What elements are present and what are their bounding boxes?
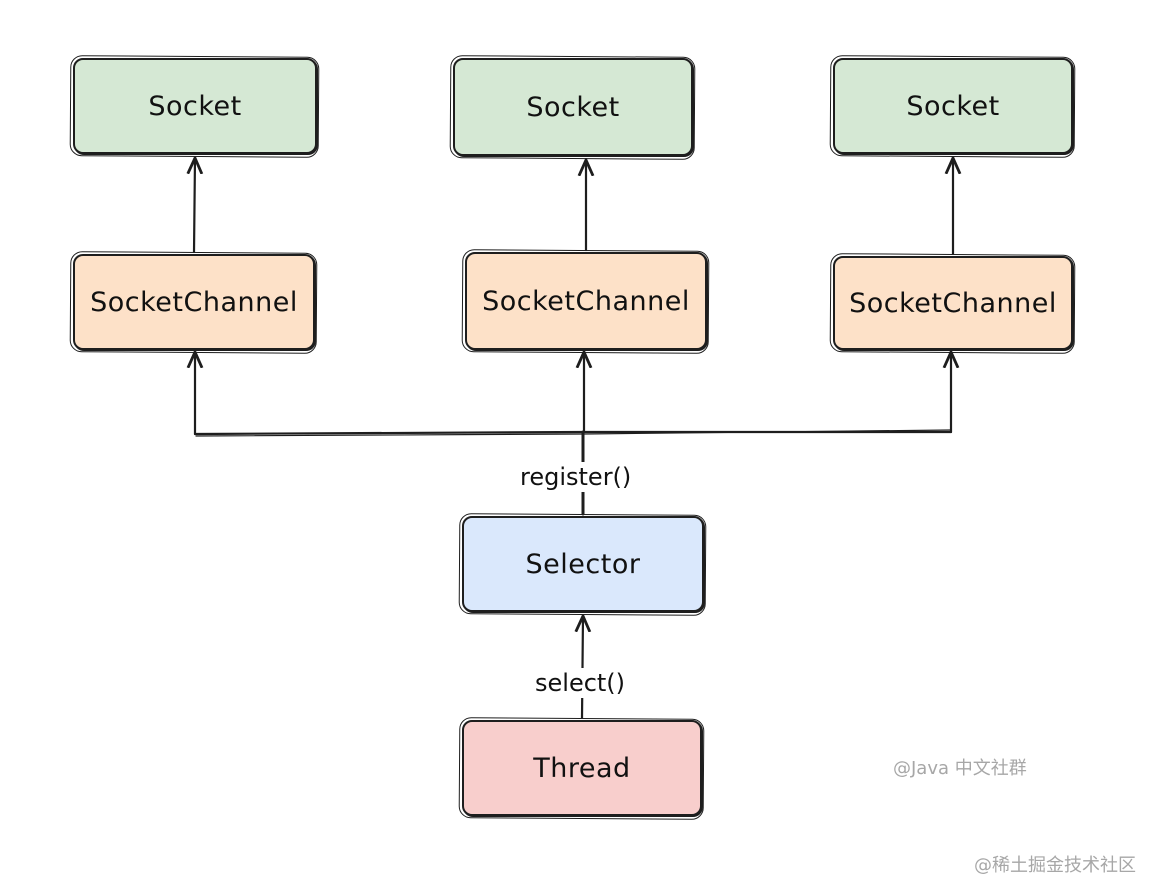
select-label: select(): [533, 668, 628, 698]
socket-channel-node-1: SocketChannel: [73, 254, 315, 350]
selector-label: Selector: [525, 548, 641, 580]
socket-node-2: Socket: [453, 58, 693, 156]
socket-node-3: Socket: [833, 58, 1073, 154]
socket-channel-label-3: SocketChannel: [849, 287, 1057, 319]
arrow-thread-to-selector: [582, 616, 583, 720]
register-label: register(): [518, 462, 634, 492]
community-watermark: @Java 中文社群: [893, 758, 1027, 779]
selector-node: Selector: [462, 516, 704, 612]
socket-channel-label-2: SocketChannel: [482, 285, 690, 317]
socket-channel-label-1: SocketChannel: [90, 286, 298, 318]
socket-label-2: Socket: [526, 91, 620, 123]
socket-label-3: Socket: [906, 90, 1000, 122]
socket-channel-node-2: SocketChannel: [465, 252, 707, 350]
site-watermark: @稀土掘金技术社区: [974, 855, 1136, 876]
socket-node-1: Socket: [73, 58, 317, 154]
register-bus-sketch: [195, 429, 951, 437]
thread-node: Thread: [462, 720, 702, 816]
arrow-channel1-to-socket1: [194, 158, 195, 254]
thread-label: Thread: [533, 752, 631, 784]
socket-channel-node-3: SocketChannel: [833, 256, 1073, 350]
socket-label-1: Socket: [148, 90, 242, 122]
